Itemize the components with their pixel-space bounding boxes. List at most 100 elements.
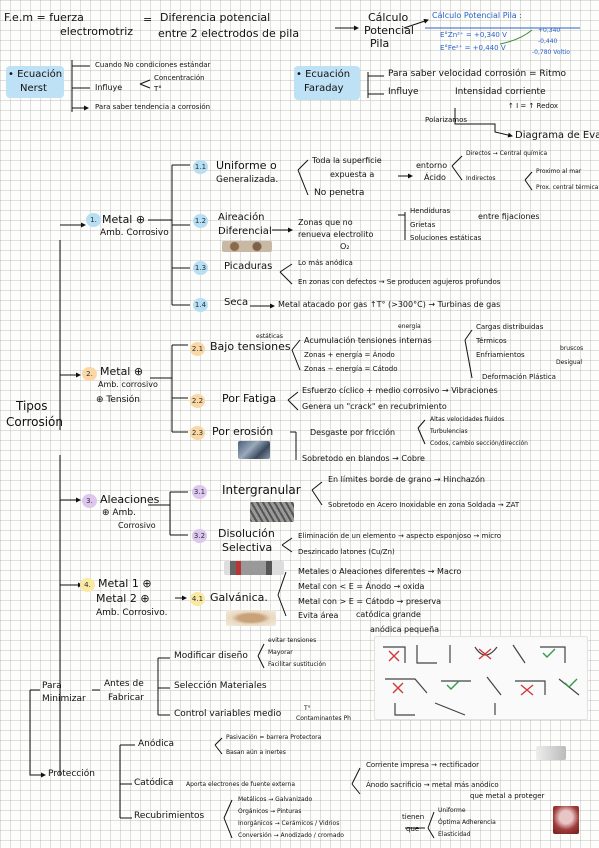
uniforme-line1: Uniforme o	[216, 159, 277, 172]
minimizar-seleccion: Selección Materiales	[174, 681, 267, 691]
uniforme-toda-superficie: Toda la superficie	[312, 156, 382, 165]
nernst-item-influye: Influye	[95, 83, 123, 92]
por-erosion-blandos: Sobretodo en blandos → Cobre	[302, 454, 425, 463]
uniforme-indirecto-mar: Proximo al mar	[536, 168, 582, 175]
s4-title-line2: Metal 2 ⊕	[96, 592, 150, 605]
faraday-highlight	[294, 66, 360, 100]
s4-title-line1: Metal 1 ⊕	[98, 577, 152, 590]
bajo-tensiones-estaticas: estáticas	[256, 333, 283, 340]
blue-r3: -0,780 Voltio	[532, 49, 570, 56]
nernst-item-tendencia: Para saber tendencia a corrosión	[95, 103, 211, 111]
proteccion-elasticidad: Elasticidad	[438, 831, 471, 838]
nernst-label-line2: Nerst	[20, 83, 47, 94]
root-label-line2: Corrosión	[6, 415, 63, 429]
proteccion-organicos: Orgánicos → Pinturas	[238, 808, 302, 815]
por-erosion-velocidades: Altas velocidades fluidos	[430, 416, 505, 423]
s2-title-line1: Metal ⊕	[100, 365, 144, 378]
proteccion-aporta: Aporta electrones de fuente externa	[186, 781, 296, 788]
badge-3-1: 3.1	[192, 485, 207, 499]
photo-thumbnail-erosion	[238, 441, 270, 459]
blue-e1: E°Zn²⁺ = +0,340 V	[440, 31, 507, 39]
proteccion-tienen: tienen	[402, 813, 425, 821]
calculo-line3: Pila	[370, 37, 390, 50]
minimizar-contaminantes: Contaminantes Ph	[296, 715, 351, 722]
s1-title-line2: Amb. Corrosivo	[100, 228, 169, 238]
proteccion-basan: Basan aún a inertes	[226, 749, 286, 756]
minimizar-evitar: evitar tensiones	[268, 637, 317, 644]
intergranular-title: Intergranular	[222, 483, 301, 497]
proteccion-uniforme: Uniforme	[438, 807, 466, 814]
seca-title: Seca	[224, 297, 249, 308]
por-fatiga-crack: Genera un "crack" en recubrimiento	[302, 402, 447, 411]
s2-title-line2: Amb. corrosivo	[98, 380, 158, 389]
proteccion-pasivacion: Pasivación = barrera Protectora	[226, 734, 322, 741]
s4-title-line3: Amb. Corrosivo.	[96, 608, 168, 618]
uniforme-acido: Ácido	[424, 173, 446, 182]
bajo-tensiones-enfriamientos: Enfriamientos	[476, 351, 525, 359]
blue-calc-title: Cálculo Potencial Pila :	[432, 11, 522, 20]
bajo-tensiones-energia: energía	[398, 323, 421, 330]
badge-2-2: 2.2	[190, 394, 205, 408]
s2-title-line3: ⊕ Tensión	[96, 395, 141, 405]
minimizar-antes-line2: Fabricar	[108, 693, 144, 703]
nernst-highlight	[6, 66, 64, 98]
badge-3: 3.	[82, 494, 97, 508]
por-erosion-turbulencias: Turbulencias	[430, 428, 468, 435]
proteccion-catodica: Catódica	[134, 778, 174, 788]
design-sketches-image	[374, 636, 588, 720]
root-label-line1: Tipos	[16, 399, 48, 413]
disolucion-line1: Disolución	[218, 527, 275, 540]
photo-thumbnail-aireacion	[222, 241, 272, 252]
proteccion-metal-proteger: que metal a proteger	[470, 792, 545, 800]
minimizar-temp: T°	[304, 705, 311, 712]
proteccion-que: que	[406, 825, 420, 833]
aireacion-soluciones: Soluciones estáticas	[410, 234, 482, 242]
proteccion-corriente: Corriente impresa → rectificador	[366, 761, 479, 769]
nernst-item-temperatura: T°	[154, 85, 162, 93]
proteccion-label: Protección	[48, 769, 95, 779]
photo-thumbnail-galvanica	[226, 610, 276, 626]
diferencia-line2: entre 2 electrodos de pila	[158, 27, 300, 40]
s1-title-line1: Metal ⊕	[102, 213, 146, 226]
intergranular-soldada: Sobretodo en Acero Inoxidable en zona So…	[328, 501, 520, 509]
faraday-label-line2: Faraday	[304, 83, 344, 94]
galvanica-anodo: Metal con < E = Ánodo → oxida	[298, 582, 425, 591]
badge-1-4: 1.4	[193, 298, 208, 312]
aireacion-line1: Aireación	[218, 212, 265, 223]
blue-e2: E°Fe²⁺ = +0,440 V	[440, 44, 506, 52]
por-erosion-codos: Codos, cambio sección/dirección	[430, 440, 528, 447]
badge-4-1: 4.1	[190, 592, 205, 606]
author-logo-image	[553, 806, 579, 834]
faraday-item-influye: Influye	[388, 87, 419, 97]
uniforme-entorno: entorno	[416, 161, 448, 170]
photo-thumbnail-disolucion	[224, 561, 284, 575]
badge-2: 2.	[82, 367, 97, 381]
nernst-item-condiciones: Cuando No condiciones estándar	[95, 61, 211, 69]
minimizar-label-line2: Minimizar	[42, 694, 86, 704]
por-fatiga-esfuerzo: Esfuerzo cíclico + medio corrosivo → Vib…	[302, 386, 498, 395]
bajo-tensiones-cargas: Cargas distribuidas	[476, 323, 544, 331]
s3-title-line1: Aleaciones	[100, 493, 160, 506]
minimizar-facilitar: Facilitar sustitución	[268, 661, 326, 668]
badge-2-1: 2.1	[190, 342, 205, 356]
fem-label-line2: electromotriz	[60, 25, 134, 38]
minimizar-antes-line1: Antes de	[104, 679, 144, 689]
aireacion-line2: Diferencial	[218, 226, 272, 237]
por-erosion-title: Por erosión	[212, 425, 274, 438]
bajo-tensiones-anodo: Zonas + energía = Ánodo	[304, 351, 395, 359]
galvanica-anodica-pequena: anódica pequeña	[370, 625, 440, 634]
bajo-tensiones-acumulacion: Acumulación tensiones internas	[304, 336, 432, 345]
fem-label-line1: F.e.m = fuerza	[4, 11, 84, 24]
uniforme-line2: Generalizada.	[216, 175, 279, 185]
aireacion-hendiduras: Hendiduras	[410, 207, 451, 215]
proteccion-inorganicos: Inorgánicos → Cerámicos / Vidrios	[238, 820, 340, 827]
proteccion-anodo-sacrificio: Ánodo sacrificio → metal más anódico	[366, 781, 499, 789]
faraday-item-intensidad: Intensidad corriente	[455, 87, 546, 97]
badge-1-2: 1.2	[193, 214, 208, 228]
faraday-item-redox: ↑ I = ↑ Redox	[508, 102, 559, 110]
uniforme-expuesta: expuesta a	[330, 170, 375, 179]
badge-1-3: 1.3	[193, 261, 208, 275]
proteccion-metalicos: Metálicos → Galvanizado	[238, 796, 313, 803]
badge-1-1: 1.1	[193, 160, 208, 174]
aireacion-grietas: Grietas	[410, 221, 436, 229]
